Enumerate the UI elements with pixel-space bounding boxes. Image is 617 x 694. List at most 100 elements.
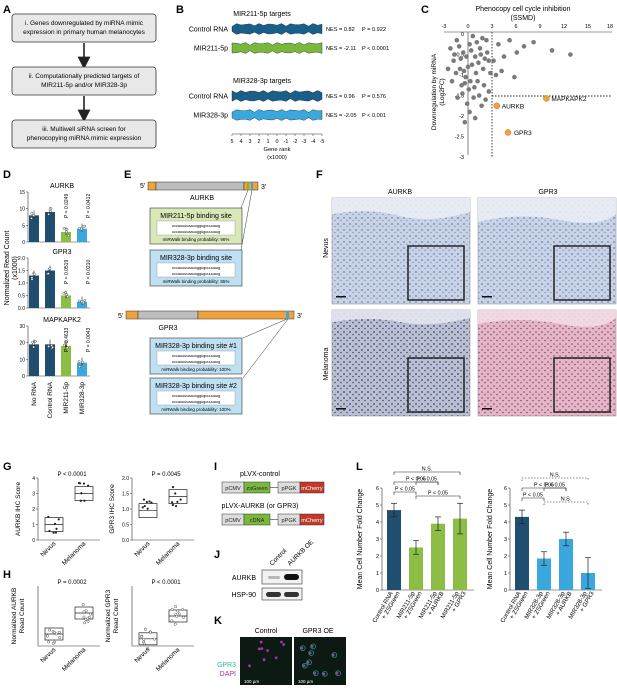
d-point <box>78 365 81 368</box>
f-row-melanoma: Melanoma <box>323 348 330 381</box>
panel-label-c: C <box>421 4 429 16</box>
g-point <box>52 531 55 534</box>
b-xunit: (x1000) <box>267 155 287 161</box>
g-point <box>176 500 179 503</box>
g-point <box>87 484 90 487</box>
c-point <box>464 54 469 59</box>
d-bar <box>45 344 55 376</box>
g-point <box>146 507 149 510</box>
l-ytick-label: 0 <box>504 588 507 594</box>
l-sig-bracket <box>543 487 567 491</box>
i-construct-label: pPGK <box>282 486 297 492</box>
d-point <box>50 344 53 347</box>
h-point <box>58 630 61 634</box>
l-ytick-label: 6 <box>504 486 507 492</box>
d-ytick-label: 2.0 <box>18 256 25 262</box>
panel-a: A i. Genes downregulated by miRNA mimic … <box>3 4 157 149</box>
g-ytick-label: 1.0 <box>122 507 129 513</box>
c-xtick: 6 <box>515 24 518 30</box>
l-sig-label: P < 0.05 <box>428 491 448 497</box>
h-point <box>170 619 174 623</box>
e-prob-site-1: miRWalk binding probability: 100% <box>161 367 230 372</box>
g-point <box>77 481 81 485</box>
e-gpr3-utr3 <box>197 310 295 320</box>
d-sub-title: MAPKAPK2 <box>43 317 81 324</box>
d-bar <box>77 362 87 376</box>
c-point <box>568 52 573 57</box>
e-five-2: 5' <box>118 313 123 320</box>
f-inset <box>407 357 465 413</box>
d-point <box>30 217 33 220</box>
b-tick-label: 3 <box>249 139 252 145</box>
f-scale-bar <box>482 296 492 298</box>
c-xtick: 9 <box>539 24 542 30</box>
e-seq-328 <box>156 262 236 278</box>
panel-label-b: B <box>176 4 184 16</box>
l-ytick-label: 3 <box>504 537 507 543</box>
c-point <box>463 74 468 80</box>
d-sub-title: GPR3 <box>52 249 71 256</box>
d-point <box>32 272 36 276</box>
d-bar <box>29 344 39 376</box>
e-three-1: 3' <box>261 184 266 191</box>
g-point <box>47 515 50 518</box>
h-point <box>89 612 93 616</box>
g-pval: P = 0.0045 <box>151 472 181 478</box>
d-bar <box>77 228 87 242</box>
e-connector <box>240 189 249 209</box>
b-pval: P < 0.001 <box>362 113 386 119</box>
c-point <box>445 66 451 72</box>
c-point <box>460 50 466 55</box>
g-ytick-label: 1 <box>32 523 35 529</box>
b-tick-label: 5 <box>231 139 234 145</box>
d-point <box>30 211 33 215</box>
e-gpr3-site <box>286 311 289 319</box>
c-point <box>472 85 477 90</box>
l-ytick-label: 5 <box>376 503 379 509</box>
c-point <box>468 48 474 53</box>
g-category-label: Melanoma <box>155 540 182 567</box>
f-scale-bar <box>336 296 346 298</box>
d-point <box>83 299 87 302</box>
c-point <box>472 115 478 121</box>
panel-label-j: J <box>214 549 220 561</box>
d-bar <box>61 232 71 242</box>
d-point <box>34 340 37 343</box>
c-xtick: 12 <box>561 24 567 30</box>
g-ytick-label: 2.0 <box>122 476 129 482</box>
panel-label-k: K <box>214 615 222 627</box>
h-point <box>52 631 56 634</box>
c-point <box>476 93 482 98</box>
d-bar <box>77 301 87 308</box>
j-band-hsp-oe <box>284 592 299 597</box>
h-point <box>153 637 156 641</box>
f-col-gpr3: GPR3 <box>538 189 557 196</box>
c-point <box>481 83 487 88</box>
g-category-label: Nevus <box>133 540 152 559</box>
c-point <box>451 58 456 63</box>
step-2-line-2: MIR211-5p and/or MIR328-3p <box>41 82 127 89</box>
d-point <box>31 340 34 344</box>
h-point <box>81 603 85 606</box>
g-point <box>79 499 82 502</box>
g-point <box>48 529 51 533</box>
b-tick-label: -3 <box>302 139 307 145</box>
k-nucleus <box>308 651 312 655</box>
c-point <box>460 91 465 96</box>
d-ytick-label: 0.5 <box>18 294 25 300</box>
d-point <box>47 345 50 348</box>
b-tick-label: 2 <box>258 139 261 145</box>
l-ytick-label: 1 <box>376 571 379 577</box>
h-point <box>177 612 181 616</box>
panel-f: F AURKB GPR3 Nevus Melanoma <box>316 169 617 417</box>
b-title-328: MIR328-3p targets <box>233 78 291 85</box>
d-point <box>65 227 69 231</box>
g-ytick-label: 1.5 <box>122 492 129 498</box>
c-ytick: -2 <box>459 114 464 120</box>
k-gpr3-signal <box>308 650 314 656</box>
h-ylabel: Read Count <box>19 598 26 633</box>
e-prob-site-2: miRWalk binding probability: 100% <box>161 407 230 412</box>
i-construct-label: pPGK <box>282 518 297 524</box>
c-point <box>461 68 467 74</box>
f-row-nevus: Nevus <box>323 238 330 258</box>
